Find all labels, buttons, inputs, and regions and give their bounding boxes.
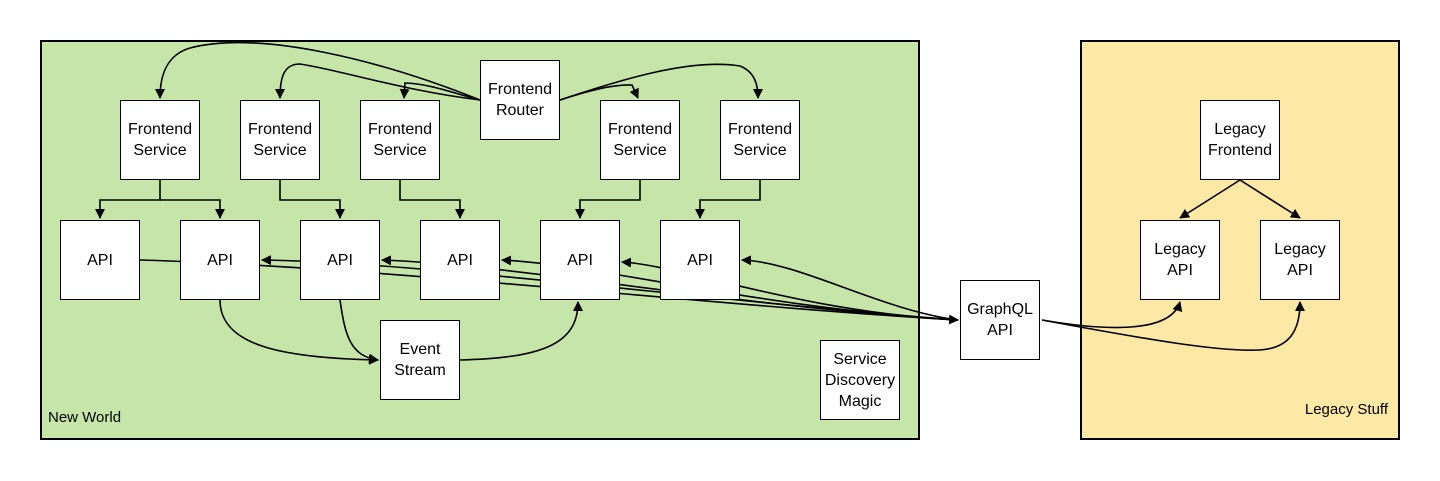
frontend-service-node-4: Frontend Service [600,100,680,180]
legacy-stuff-label: Legacy Stuff [1304,401,1388,418]
service-discovery-node: Service Discovery Magic [820,340,900,420]
graphql-api-node: GraphQL API [960,280,1040,360]
api-node-6: API [660,220,740,300]
frontend-router-node: Frontend Router [480,60,560,140]
api-node-5: API [540,220,620,300]
legacy-frontend-node: Legacy Frontend [1200,100,1280,180]
frontend-service-node-3: Frontend Service [360,100,440,180]
new-world-label: New World [48,409,122,426]
frontend-service-node-1: Frontend Service [120,100,200,180]
frontend-service-node-5: Frontend Service [720,100,800,180]
legacy-region: Legacy Stuff [1080,40,1400,440]
legacy-api-node-2: Legacy API [1260,220,1340,300]
frontend-service-node-2: Frontend Service [240,100,320,180]
legacy-api-node-1: Legacy API [1140,220,1220,300]
api-node-1: API [60,220,140,300]
api-node-2: API [180,220,260,300]
api-node-4: API [420,220,500,300]
api-node-3: API [300,220,380,300]
event-stream-node: Event Stream [380,320,460,400]
